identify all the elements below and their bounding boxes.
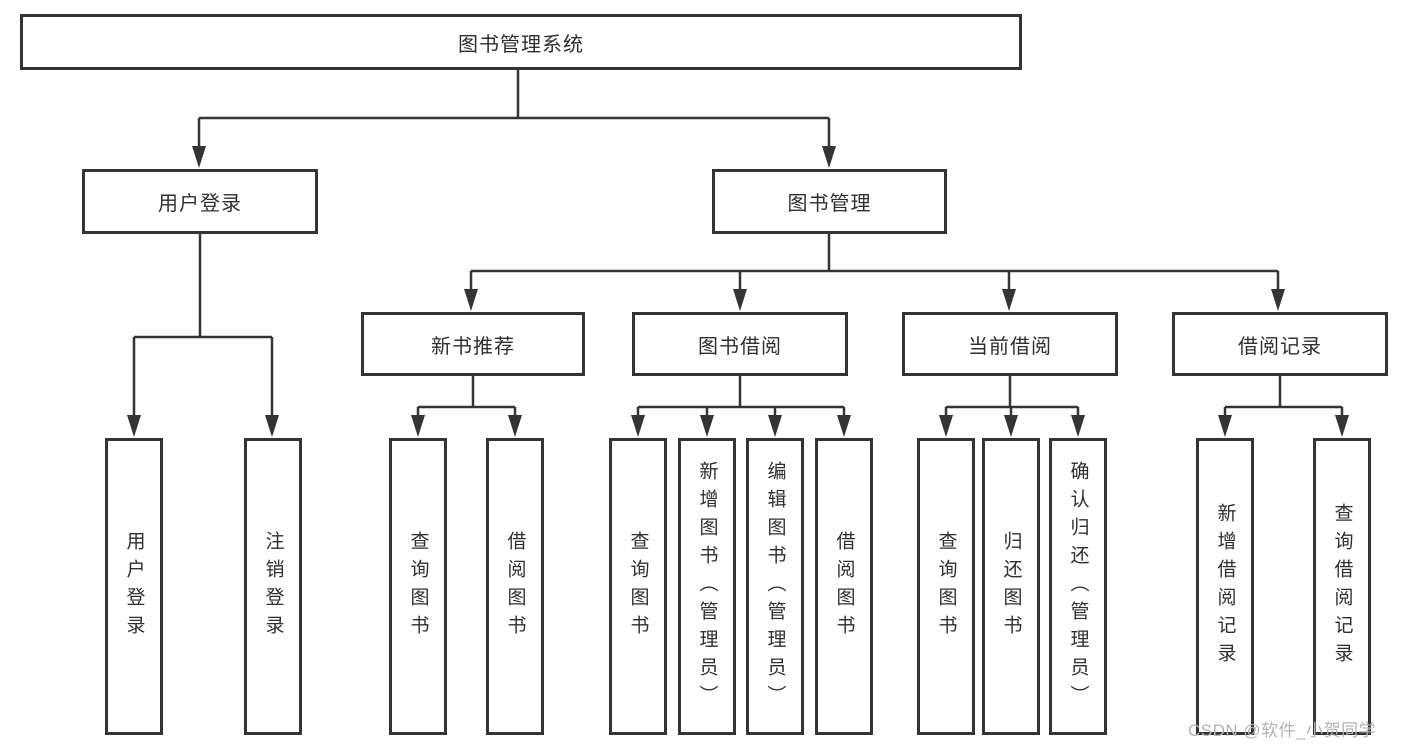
leaf-borrow-book: 借阅图书 [815,438,873,735]
node-new-book-recommend: 新书推荐 [361,312,585,376]
csdn-watermark: CSDN @软件_小贺同学 [1188,721,1377,740]
node-library-system: 图书管理系统 [20,14,1022,70]
node-label: 查询图书 [627,530,649,643]
node-label: 归还图书 [1000,530,1022,643]
leaf-query-book-borrow: 查询图书 [609,438,667,735]
connector-book-mgmt-children [464,233,1285,311]
leaf-add-borrow-record: 新增借阅记录 [1196,438,1254,735]
node-label: 新增借阅记录 [1214,502,1236,671]
connector-book-borrow-children [631,376,851,437]
leaf-add-book-admin: 新增图书（管理员） [678,438,736,735]
node-label: 图书借阅 [698,335,782,358]
node-label: 查询图书 [407,530,429,643]
node-borrow-record: 借阅记录 [1172,312,1388,376]
node-label: 新增图书（管理员） [696,460,718,713]
node-label: 借阅图书 [833,530,855,643]
node-label: 新书推荐 [431,335,515,358]
connector-user-login-children [127,234,279,437]
leaf-edit-book-admin: 编辑图书（管理员） [746,438,804,735]
leaf-query-book-recommend: 查询图书 [389,438,447,735]
node-label: 查询图书 [935,530,957,643]
node-label: 借阅图书 [504,530,526,643]
node-book-management: 图书管理 [712,169,947,234]
leaf-query-book-current: 查询图书 [917,438,975,735]
connector-root-to-level2 [192,69,836,168]
node-label: 借阅记录 [1238,335,1322,358]
leaf-query-borrow-record: 查询借阅记录 [1313,438,1371,735]
node-label: 确认归还（管理员） [1067,460,1089,713]
node-user-login: 用户登录 [82,169,318,234]
node-label: 用户登录 [123,530,145,643]
node-current-borrow: 当前借阅 [902,312,1118,376]
leaf-return-book: 归还图书 [982,438,1040,735]
leaf-logout: 注销登录 [244,438,302,735]
node-book-borrow: 图书借阅 [632,312,848,376]
node-label: 图书管理系统 [458,33,584,56]
leaf-user-login: 用户登录 [105,438,163,735]
node-label: 用户登录 [158,193,242,215]
node-label: 注销登录 [262,530,284,643]
leaf-borrow-book-recommend: 借阅图书 [486,438,544,735]
leaf-confirm-return-admin: 确认归还（管理员） [1049,438,1107,735]
node-label: 编辑图书（管理员） [764,460,786,713]
node-label: 查询借阅记录 [1331,502,1353,671]
node-label: 当前借阅 [968,335,1052,358]
connector-borrow-record-children [1218,376,1349,437]
connector-current-borrow-children [939,376,1085,437]
connector-new-book-children [411,376,522,437]
node-label: 图书管理 [787,193,872,215]
